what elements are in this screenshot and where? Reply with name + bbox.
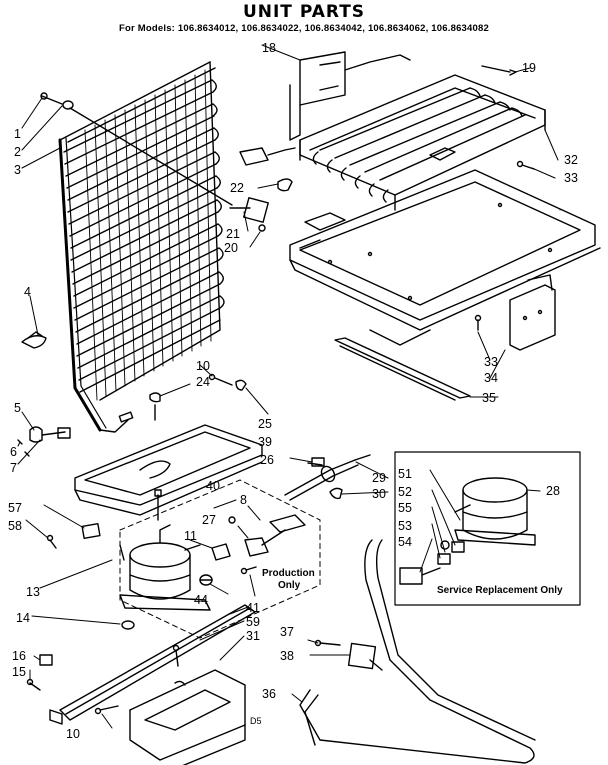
- model-list: For Models: 106.8634012, 106.8634022, 10…: [119, 23, 489, 34]
- callout-10-top: 10: [196, 359, 210, 373]
- callout-44: 44: [194, 593, 208, 607]
- callout-numbers: 1 2 3 4 5 6 7 10 10 8 11 13 14 15 16 18 …: [8, 41, 578, 741]
- pin-part-19: [481, 65, 517, 76]
- callout-21: 21: [226, 227, 240, 241]
- callout-1: 1: [14, 127, 21, 141]
- page-title: UNIT PARTS: [242, 2, 366, 22]
- callout-33-bottom: 33: [484, 355, 498, 369]
- callout-14: 14: [16, 611, 30, 625]
- overload-part-44: [199, 574, 213, 586]
- production-only-label-line2: Only: [278, 580, 301, 591]
- drain-pan-part-39: [74, 424, 263, 516]
- heater-strip-part-35: [334, 337, 471, 401]
- terminal-block: [239, 147, 296, 166]
- bracket-part-8: [244, 514, 306, 557]
- bracket-part-34: [509, 274, 556, 351]
- callout-10-bottom: 10: [66, 727, 80, 741]
- callout-28: 28: [546, 484, 560, 498]
- thermostat-part-21: [229, 197, 269, 232]
- production-only-label-line1: Production: [262, 568, 315, 579]
- service-replacement-label: Service Replacement Only: [437, 585, 563, 596]
- callout-6: 6: [10, 445, 17, 459]
- callout-33-top: 33: [564, 171, 578, 185]
- callout-26: 26: [260, 453, 274, 467]
- service-compressor-part-28: [440, 477, 536, 550]
- callout-31: 31: [246, 629, 260, 643]
- drain-tube-part-29: [284, 454, 371, 501]
- callout-22: 22: [230, 181, 244, 195]
- compressor: [119, 524, 211, 611]
- washer-part-2: [62, 100, 74, 110]
- clip-part-4: [21, 331, 47, 349]
- callout-32: 32: [564, 153, 578, 167]
- callout-38: 38: [280, 649, 294, 663]
- callout-57: 57: [8, 501, 22, 515]
- callout-30: 30: [372, 487, 386, 501]
- callout-37: 37: [280, 625, 294, 639]
- callout-54: 54: [398, 535, 412, 549]
- corner-code: D5: [250, 716, 262, 726]
- callout-2: 2: [14, 145, 21, 159]
- defrost-bracket-part-18: [289, 51, 411, 141]
- callout-52: 52: [398, 485, 412, 499]
- callout-59: 59: [246, 615, 260, 629]
- base-rail-part-41: [49, 604, 256, 725]
- callout-11: 11: [184, 529, 197, 543]
- condenser-coil: [58, 61, 225, 433]
- callout-55: 55: [398, 501, 412, 515]
- callout-20: 20: [224, 241, 238, 255]
- callout-7: 7: [10, 461, 17, 475]
- callout-36: 36: [262, 687, 276, 701]
- callout-16: 16: [12, 649, 26, 663]
- relay-part-11: [211, 543, 231, 561]
- callout-3: 3: [14, 163, 21, 177]
- callout-40: 40: [206, 479, 220, 493]
- callout-58: 58: [8, 519, 22, 533]
- screw-part-1: [40, 92, 63, 105]
- callout-8: 8: [240, 493, 247, 507]
- callout-39: 39: [258, 435, 272, 449]
- evaporator-cover-pan: [289, 169, 601, 331]
- callout-24: 24: [196, 375, 210, 389]
- drain-hose-part-36: [299, 539, 536, 764]
- callout-5: 5: [14, 401, 21, 415]
- clip-part-22: [277, 178, 293, 192]
- callout-35: 35: [482, 391, 496, 405]
- callout-41: 41: [246, 601, 260, 615]
- callout-29: 29: [372, 471, 386, 485]
- callout-25: 25: [258, 417, 272, 431]
- switch-part-5: [29, 426, 71, 443]
- callout-19: 19: [522, 61, 536, 75]
- callout-15: 15: [12, 665, 26, 679]
- callout-18: 18: [262, 41, 276, 55]
- callout-34: 34: [484, 371, 498, 385]
- callout-53: 53: [398, 519, 412, 533]
- callout-51: 51: [398, 467, 412, 481]
- callout-4: 4: [24, 285, 31, 299]
- evaporator-assembly: [299, 74, 546, 211]
- callout-13: 13: [26, 585, 40, 599]
- callout-27: 27: [202, 513, 216, 527]
- fan-motor-bracket-part-31: [129, 669, 246, 765]
